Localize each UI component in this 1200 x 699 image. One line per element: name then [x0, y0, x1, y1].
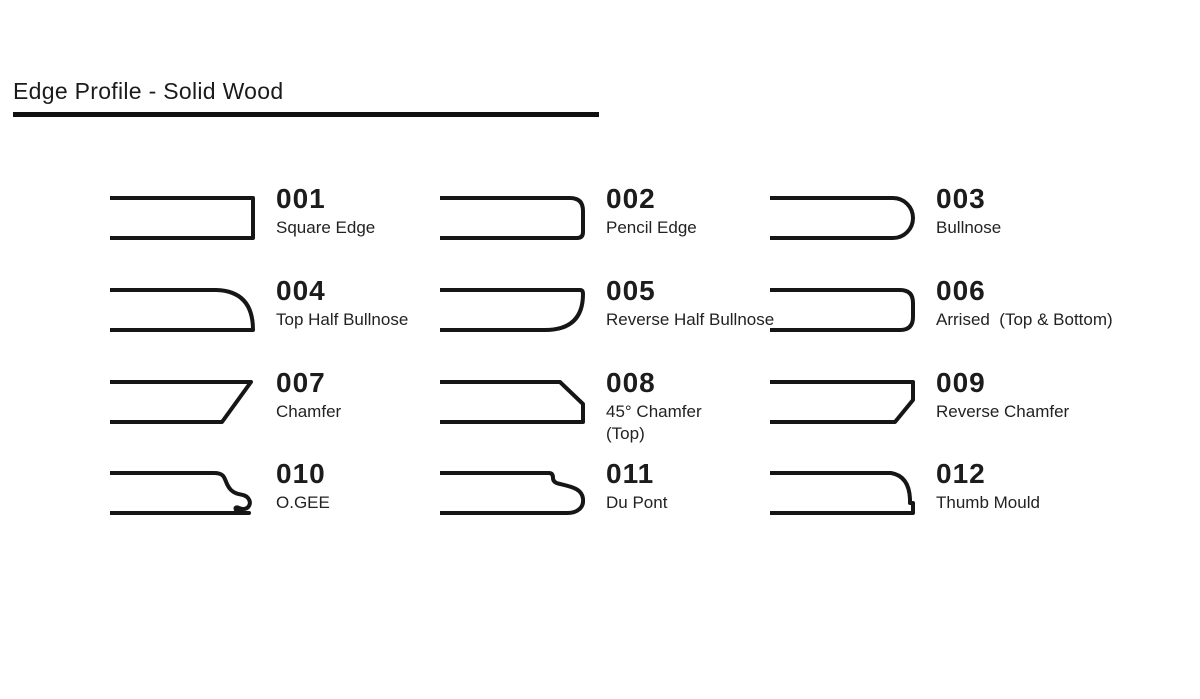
- profile-name: Top Half Bullnose: [276, 309, 409, 329]
- edge-profile-drawing-arrised-top-and-bottom: [770, 288, 915, 332]
- profile-code: 003: [936, 183, 986, 214]
- profile-name: Square Edge: [276, 217, 376, 237]
- edge-profile-drawing-thumb-mould: [770, 471, 915, 515]
- edge-profile-drawing-reverse-chamfer: [770, 380, 915, 424]
- profile-code: 005: [606, 275, 656, 306]
- edge-profile-drawing-du-pont: [440, 471, 585, 515]
- profile-name: Arrised (Top & Bottom): [936, 309, 1113, 329]
- profile-code: 011: [606, 458, 655, 489]
- edge-profile-drawing-45-chamfer-top: [440, 380, 585, 424]
- profile-code: 010: [276, 458, 326, 489]
- edge-profile-drawing-pencil-edge: [440, 196, 585, 240]
- edge-profile-drawing-ogee: [110, 471, 252, 515]
- profile-code: 001: [276, 183, 326, 214]
- profile-name: O.GEE: [276, 492, 330, 512]
- edge-profile-drawing-reverse-half-bullnose: [440, 288, 585, 332]
- profile-code: 006: [936, 275, 986, 306]
- profile-name: Thumb Mould: [936, 492, 1040, 512]
- edge-profile-drawing-chamfer: [110, 380, 253, 424]
- page-title: Edge Profile - Solid Wood: [13, 78, 284, 104]
- profile-name-line2: (Top): [606, 423, 645, 443]
- profile-code: 008: [606, 367, 656, 398]
- profile-code: 002: [606, 183, 656, 214]
- profile-name: 45° Chamfer: [606, 401, 702, 421]
- profile-item-011: 011 Du Pont: [440, 458, 668, 515]
- title-underline: [13, 112, 599, 117]
- profile-name: Pencil Edge: [606, 217, 697, 237]
- profile-name: Reverse Chamfer: [936, 401, 1070, 421]
- profile-name: Chamfer: [276, 401, 342, 421]
- profile-name: Du Pont: [606, 492, 668, 512]
- profile-code: 012: [936, 458, 986, 489]
- edge-profile-drawing-square-edge: [110, 196, 255, 240]
- profile-item-008: 008 45° Chamfer(Top): [440, 367, 702, 445]
- edge-profile-drawing-top-half-bullnose: [110, 288, 255, 332]
- profile-name: Bullnose: [936, 217, 1002, 237]
- edge-profile-drawing-bullnose: [770, 196, 915, 240]
- profile-code: 004: [276, 275, 326, 306]
- profile-code: 007: [276, 367, 326, 398]
- profile-name: Reverse Half Bullnose: [606, 309, 775, 329]
- profile-code: 009: [936, 367, 986, 398]
